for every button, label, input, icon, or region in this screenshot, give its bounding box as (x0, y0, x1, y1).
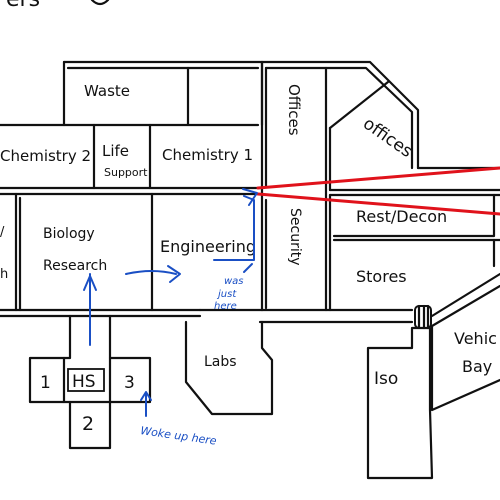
room-label-biology-2: Research (43, 258, 107, 274)
hospital-cell-3: 3 (124, 373, 135, 393)
waste-room-walls (0, 60, 264, 127)
corridor-walls (258, 272, 500, 412)
path-to-security (213, 195, 255, 261)
hospital-label: HS (72, 372, 96, 392)
title-scribble (90, 0, 110, 6)
room-label-offices-vertical: Offices (285, 84, 303, 136)
room-label-security: Security (287, 208, 303, 266)
labs-walls (184, 320, 274, 416)
map-title-fragment: ers (6, 0, 40, 12)
path-arrow-right-shaft (125, 270, 177, 275)
room-label-rest-decon: Rest/Decon (356, 207, 447, 226)
note-woke-up: Woke up here (140, 424, 218, 448)
room-label-waste: Waste (84, 82, 130, 100)
room-label-biology-1: Biology (43, 226, 95, 242)
room-label-chemistry-2: Chemistry 2 (0, 147, 91, 165)
hospital-hs-box (67, 368, 105, 392)
room-label-vehicle-2: Bay (462, 357, 492, 376)
was-arrow (243, 263, 253, 273)
middle-row-walls (0, 123, 260, 196)
red-line-upper (256, 166, 500, 190)
room-label-chemistry-1: Chemistry 1 (162, 146, 253, 164)
room-label-offices-diag: offices (359, 114, 416, 162)
note-was-1: was (224, 276, 244, 287)
central-column-walls (260, 60, 420, 312)
woke-arrow-head (140, 391, 152, 401)
rest-stores-walls (328, 193, 500, 312)
room-label-life-support-1: Life (102, 142, 129, 160)
room-label-life-support-2: Support (104, 166, 148, 179)
note-was-2: just (216, 289, 237, 300)
lab-row-walls (0, 192, 264, 318)
room-label-engineering: Engineering (160, 237, 256, 256)
room-label-left-edge-2: h (0, 267, 8, 282)
room-label-labs: Labs (204, 354, 237, 370)
iso-walls (366, 326, 434, 480)
room-label-stores: Stores (356, 267, 407, 286)
note-was-3: here (214, 301, 237, 312)
path-arrow-right-head (167, 265, 181, 283)
path-arrow-up-head (83, 275, 97, 291)
hospital-cell-2: 2 (82, 413, 94, 435)
room-label-vehicle-1: Vehic (454, 329, 497, 348)
room-label-left-edge-1: / (0, 225, 5, 240)
path-to-security-head (242, 188, 258, 206)
hospital-walls (28, 314, 152, 450)
red-line-lower (256, 192, 500, 216)
hospital-cell-1: 1 (40, 373, 51, 393)
room-label-iso: Iso (374, 369, 398, 389)
